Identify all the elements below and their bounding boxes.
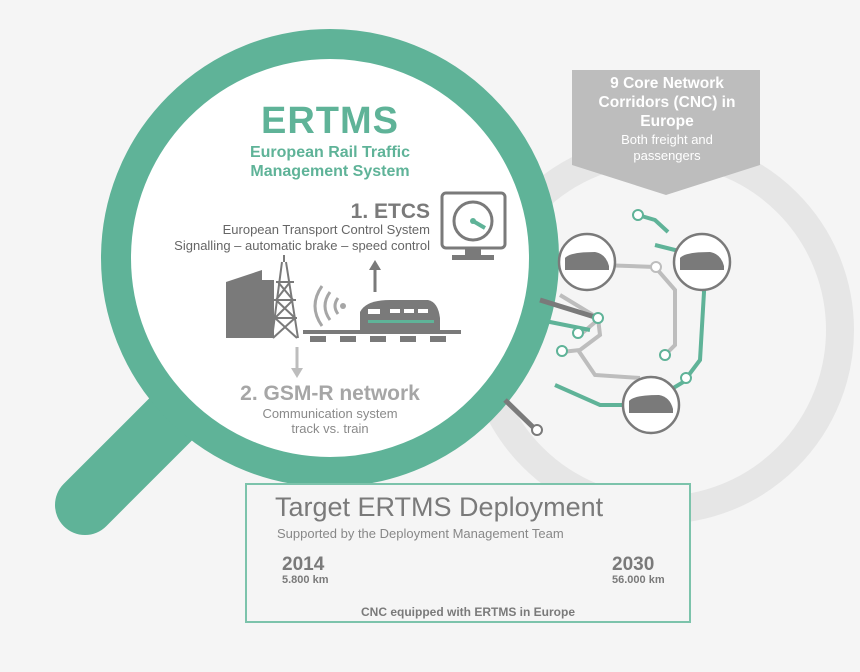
end-km: 56.000 km xyxy=(612,574,665,586)
deployment-caption: CNC equipped with ERTMS in Europe xyxy=(361,605,575,619)
etcs-title: 1. ETCS xyxy=(350,200,430,223)
corridors-title-line2: Corridors (CNC) in xyxy=(598,94,736,111)
gsmr-description: Communication system track vs. train xyxy=(220,406,440,436)
ertms-subtitle-line1: European Rail Traffic xyxy=(249,144,411,161)
deployment-box xyxy=(245,483,691,623)
etcs-desc-line2: Signalling – automatic brake – speed con… xyxy=(174,238,430,253)
ertms-subtitle-line2: Management System xyxy=(250,163,410,180)
corridors-title-line1: 9 Core Network xyxy=(610,75,724,92)
etcs-desc-line1: European Transport Control System xyxy=(222,222,430,237)
train-icon xyxy=(303,300,461,342)
corridors-desc-line2: passengers xyxy=(633,148,701,163)
ertms-subtitle: European Rail Traffic Management System xyxy=(160,143,500,181)
corridors-title: 9 Core Network Corridors (CNC) in Europe xyxy=(572,74,762,131)
start-year: 2014 xyxy=(282,554,325,575)
gsmr-desc-line2: track vs. train xyxy=(291,421,369,436)
corridors-banner xyxy=(572,70,760,195)
network-map-icon xyxy=(503,213,708,432)
station-train-3 xyxy=(621,375,681,435)
deployment-subtitle: Supported by the Deployment Management T… xyxy=(277,526,564,541)
signal-tower-icon xyxy=(271,255,299,339)
wireless-signal-icon xyxy=(313,285,346,327)
corridors-desc-line1: Both freight and xyxy=(621,132,713,147)
gsmr-desc-line1: Communication system xyxy=(262,406,398,421)
corridors-description: Both freight and passengers xyxy=(572,132,762,164)
etcs-description: European Transport Control System Signal… xyxy=(120,222,430,254)
building-icon xyxy=(226,270,274,338)
speedometer-monitor-icon xyxy=(440,191,507,260)
ertms-title: ERTMS xyxy=(261,100,399,142)
network-nodes xyxy=(531,209,692,436)
arrow-up-icon xyxy=(369,260,381,292)
deployment-title: Target ERTMS Deployment xyxy=(275,492,604,522)
start-km: 5.800 km xyxy=(282,574,329,586)
gsmr-title: 2. GSM-R network xyxy=(240,382,420,405)
corridors-title-line3: Europe xyxy=(640,113,694,130)
station-train-1 xyxy=(557,232,617,292)
magnifier-icon xyxy=(101,29,559,487)
end-year: 2030 xyxy=(612,554,655,575)
station-train-2 xyxy=(672,232,732,292)
arrow-down-icon xyxy=(291,347,303,378)
